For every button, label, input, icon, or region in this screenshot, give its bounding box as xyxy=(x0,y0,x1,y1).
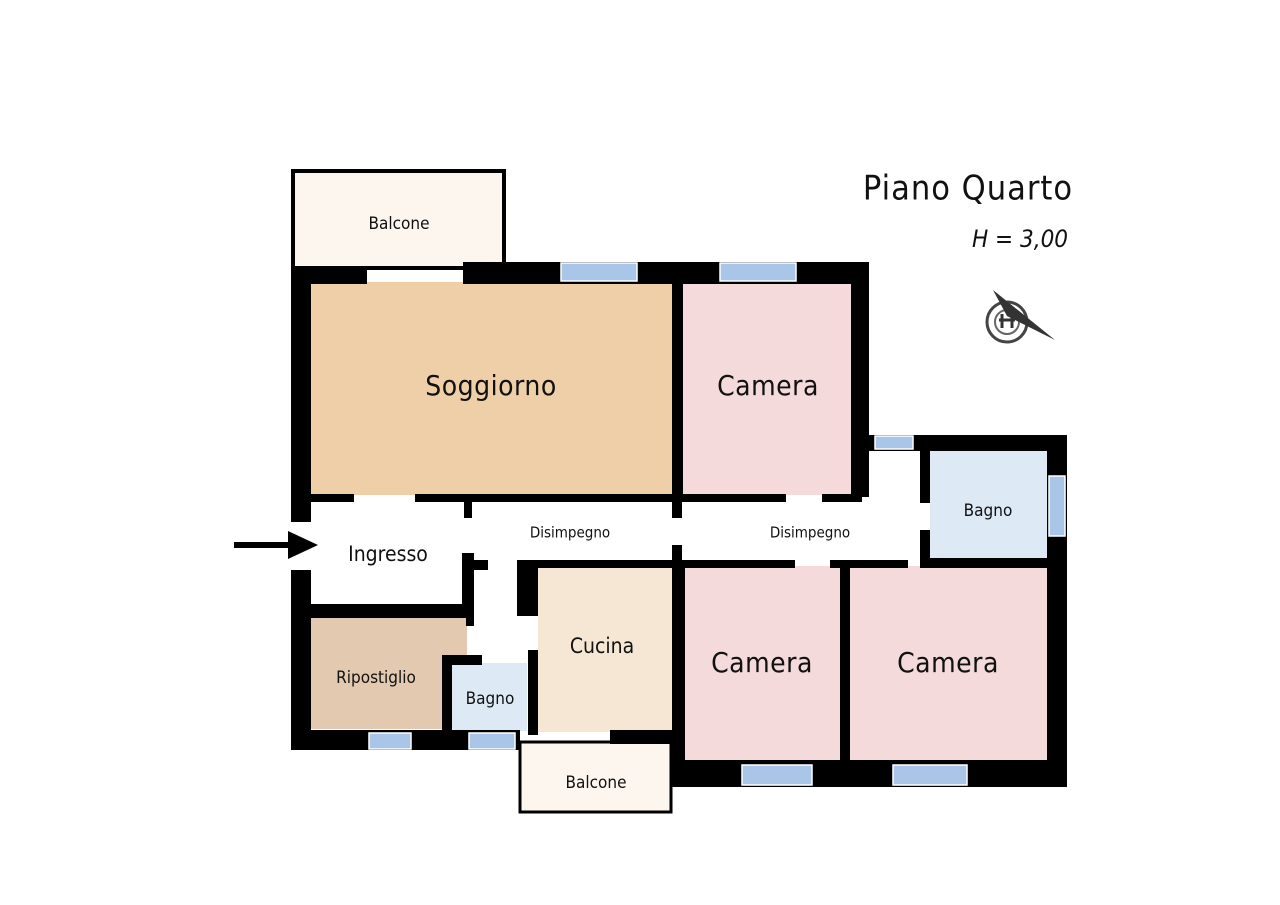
label-bagno-small: Bagno xyxy=(466,689,515,709)
label-ingresso: Ingresso xyxy=(348,542,428,566)
label-balcone-bottom: Balcone xyxy=(566,773,627,793)
room-camera-bottom-left xyxy=(685,566,840,762)
compass-icon xyxy=(985,290,1055,344)
room-bagno-small xyxy=(452,663,527,731)
room-soggiorno xyxy=(310,282,672,495)
label-disimpegno-right: Disimpegno xyxy=(770,524,850,542)
ceiling-height: H = 3,00 xyxy=(972,225,1068,253)
plan-title: Piano Quarto xyxy=(863,169,1073,209)
room-bagno-right xyxy=(930,451,1047,558)
room-camera-top xyxy=(683,282,851,495)
label-soggiorno: Soggiorno xyxy=(425,369,557,402)
label-camera-top: Camera xyxy=(717,369,819,402)
label-ripostiglio: Ripostiglio xyxy=(336,668,416,688)
label-camera-bottom-right: Camera xyxy=(897,646,999,679)
room-balcone-top xyxy=(291,169,506,270)
room-cucina xyxy=(538,566,672,732)
entrance-arrow-icon xyxy=(234,531,318,559)
label-balcone-top: Balcone xyxy=(369,214,430,234)
label-bagno-right: Bagno xyxy=(964,501,1013,521)
label-camera-bottom-left: Camera xyxy=(711,646,813,679)
room-balcone-bottom xyxy=(518,740,673,814)
label-cucina: Cucina xyxy=(570,634,634,658)
windows xyxy=(368,262,1066,786)
label-disimpegno-left: Disimpegno xyxy=(530,524,610,542)
room-camera-bottom-right xyxy=(850,566,1047,762)
room-ripostiglio xyxy=(310,618,467,729)
